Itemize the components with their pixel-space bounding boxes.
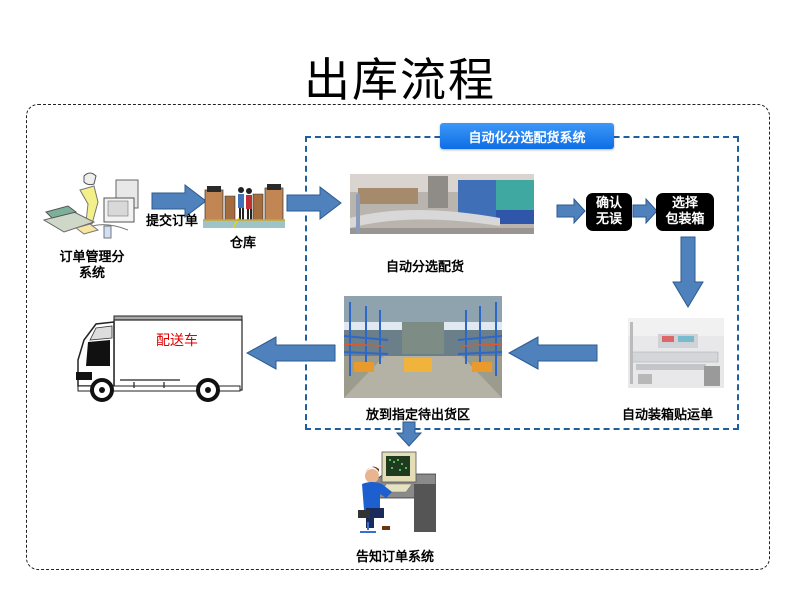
staging-area-label: 放到指定待出货区	[366, 408, 471, 423]
auto-pack-label: 自动装箱贴运单	[622, 408, 714, 423]
arrow-staging-to-truck	[246, 336, 336, 370]
auto-sort-label: 自动分选配货	[386, 260, 465, 275]
select-box-line2: 包装箱	[665, 212, 705, 227]
select-box-line1: 选择	[671, 196, 698, 211]
packing-machine-photo	[628, 318, 724, 388]
arrow-warehouse-to-sort	[286, 186, 342, 220]
order-system-label-line1: 订单管理分	[59, 250, 125, 265]
confirm-line2: 无误	[595, 212, 622, 227]
computer-operator-icon	[354, 448, 436, 536]
confirm-line1: 确认	[595, 196, 622, 211]
arrow-confirm-to-select	[632, 198, 658, 224]
arrow-pack-to-staging	[508, 336, 598, 370]
arrow-order-to-warehouse	[151, 184, 207, 218]
arrow-sort-to-confirm	[556, 198, 586, 224]
arrow-staging-to-notify	[396, 421, 422, 447]
warehouse-workers-icon	[203, 182, 285, 228]
notify-label: 告知订单系统	[356, 550, 435, 565]
page-title: 出库流程	[304, 53, 496, 107]
truck-label: 配送车	[156, 333, 198, 349]
submit-order-label: 提交订单	[146, 214, 199, 229]
order-system-label-line2: 系统	[78, 266, 105, 281]
delivery-truck-icon	[74, 314, 244, 402]
arrow-select-to-pack	[672, 236, 704, 308]
auto-system-label: 自动化分选配货系统	[440, 123, 614, 149]
office-worker-computer-icon	[36, 168, 148, 246]
order-system-label: 订单管理分 系统	[36, 250, 148, 282]
confirm-box: 确认 无误	[586, 193, 632, 231]
outer-dashed-frame	[26, 104, 770, 570]
warehouse-racks-photo	[344, 296, 502, 398]
warehouse-label: 仓库	[230, 236, 257, 251]
sorting-machine-photo	[350, 174, 534, 234]
select-box-step: 选择 包装箱	[656, 193, 714, 231]
